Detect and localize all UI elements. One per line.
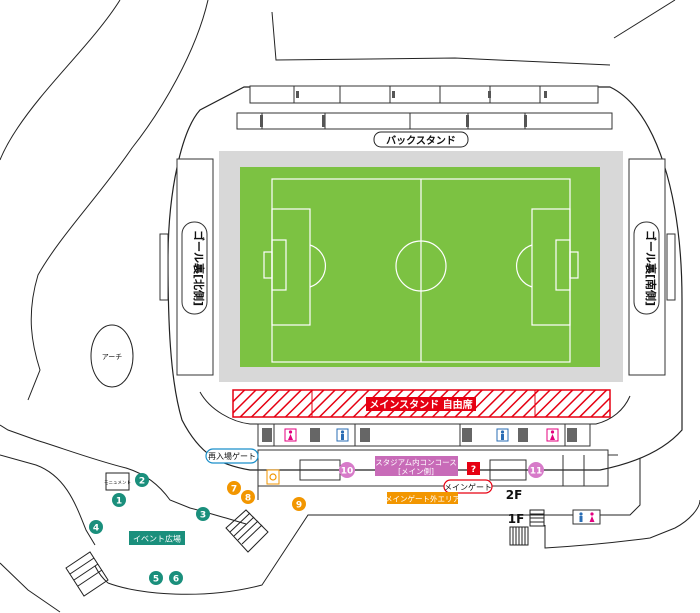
concourse-label-line1: スタジアム内コンコース	[375, 457, 457, 467]
arch-feature	[90, 324, 134, 388]
svg-text:9: 9	[296, 501, 302, 511]
arch-label: アーチ	[102, 353, 123, 361]
marker-7[interactable]: 7	[227, 481, 241, 495]
marker-9[interactable]: 9	[292, 497, 306, 511]
svg-text:4: 4	[93, 524, 99, 534]
staircase-1f	[509, 509, 545, 546]
marker-10[interactable]: 10	[339, 462, 355, 478]
back-stand-label-box	[373, 131, 469, 148]
svg-text:2: 2	[139, 477, 145, 487]
marker-6[interactable]: 6	[169, 571, 183, 585]
accessible-icon	[266, 469, 280, 485]
svg-text:5: 5	[153, 575, 159, 585]
info-counter-icon: ?	[467, 462, 480, 475]
outside-area-box[interactable]	[387, 492, 458, 504]
marker-11[interactable]: 11	[528, 462, 544, 478]
concourse-label-line2: [メイン側]	[398, 466, 434, 476]
staircase-southwest	[65, 551, 109, 597]
main-stand-free-label: メインスタンド 自由席	[369, 398, 472, 411]
pitch	[240, 167, 600, 367]
svg-text:6: 6	[173, 575, 179, 585]
event-plaza-box[interactable]	[129, 531, 185, 545]
marker-5[interactable]: 5	[149, 571, 163, 585]
south-goal-stand	[628, 158, 676, 376]
marker-8[interactable]: 8	[241, 490, 255, 504]
svg-text:3: 3	[200, 511, 206, 521]
marker-2[interactable]: 2	[135, 473, 149, 487]
reentry-gate-box	[205, 448, 259, 464]
goal-south-label: ゴール裏[南側]	[644, 230, 658, 306]
floor-2f-label: 2F	[506, 488, 523, 502]
toilet-female-icon	[284, 428, 297, 442]
toilet-male-icon	[496, 428, 509, 442]
outside-area-label: メインゲート外エリア	[385, 494, 460, 504]
svg-text:7: 7	[231, 485, 237, 495]
marker-3[interactable]: 3	[196, 507, 210, 521]
staircase-gate	[225, 509, 269, 553]
back-stand-label: バックスタンド	[386, 135, 456, 147]
goal-north-label: ゴール裏[北側]	[192, 230, 206, 306]
reentry-gate-label: 再入場ゲート	[208, 451, 256, 461]
toilet-male-icon	[336, 428, 349, 442]
svg-text:10: 10	[341, 467, 354, 477]
marker-1[interactable]: 1	[112, 493, 126, 507]
concourse-area[interactable]	[375, 456, 458, 476]
stair-markers	[260, 91, 547, 127]
back-stand-seating	[236, 85, 613, 130]
monument-label: モニュメント	[104, 480, 131, 486]
svg-text:11: 11	[530, 467, 543, 477]
monument-box	[105, 472, 130, 491]
north-goal-stand	[159, 158, 214, 376]
svg-text:8: 8	[245, 494, 251, 504]
main-stand-label-bg	[366, 397, 476, 411]
event-plaza-label: イベント広場	[133, 534, 181, 544]
marker-4[interactable]: 4	[89, 520, 103, 534]
main-gate-box[interactable]	[443, 479, 493, 494]
main-stand-lower	[257, 423, 591, 447]
svg-text:?: ?	[471, 465, 476, 475]
toilet-1f-icon	[572, 509, 601, 525]
svg-text:1: 1	[116, 497, 122, 507]
pitch-lines	[263, 178, 579, 363]
stairs-lower	[262, 428, 577, 442]
main-gate-label: メインゲート	[444, 482, 492, 492]
floor-1f-label: 1F	[508, 512, 525, 526]
toilet-female-icon	[546, 428, 559, 442]
